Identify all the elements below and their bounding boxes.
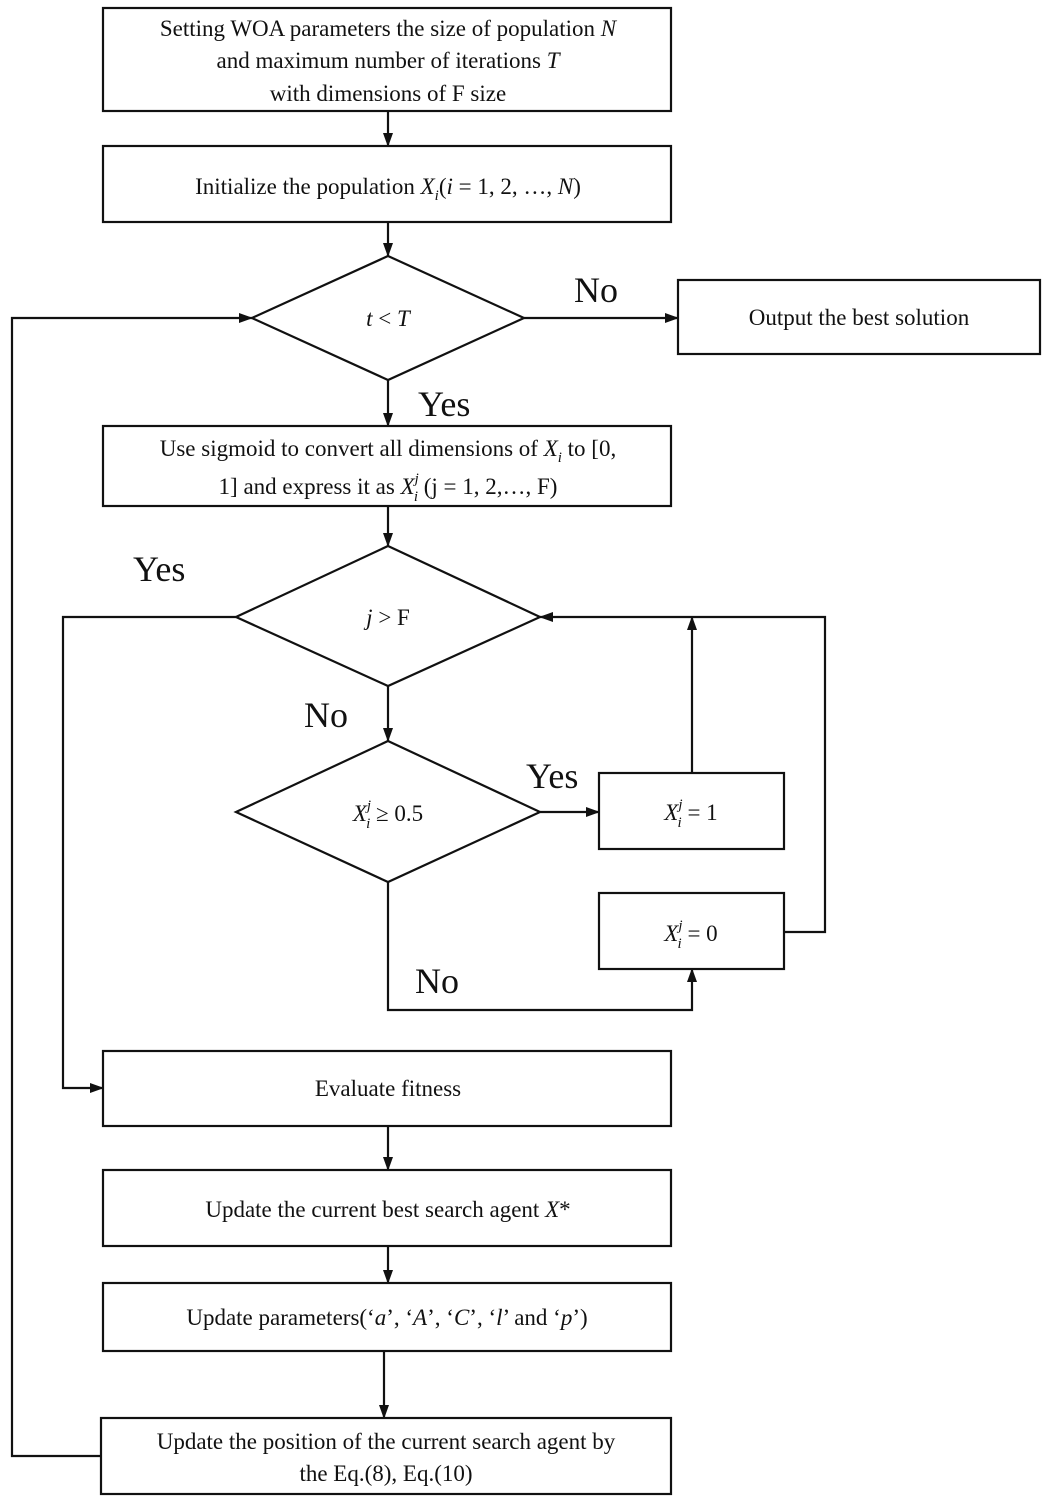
- evaluate-label: Evaluate fitness: [315, 1076, 461, 1101]
- update-pos-line-1: Update the position of the current searc…: [157, 1429, 616, 1454]
- node-setup: Setting WOA parameters the size of popul…: [101, 6, 673, 113]
- edge-cond-j-yes-evaluate: [61, 615, 236, 1093]
- decision-j-greater-than-F: j > F: [233, 544, 543, 688]
- decision-t-less-than-T: t < T: [249, 254, 527, 382]
- edge-labels: No Yes Yes No Yes No: [133, 270, 618, 1001]
- connectors: [10, 111, 827, 1458]
- node-init: Initialize the population Xi(i = 1, 2, ……: [101, 144, 673, 224]
- node-update-best: Update the current best search agent X*: [101, 1168, 673, 1248]
- init-label: Initialize the population Xi(i = 1, 2, ……: [195, 174, 581, 204]
- node-output: Output the best solution: [676, 278, 1042, 356]
- node-sigmoid: Use sigmoid to convert all dimensions of…: [101, 424, 673, 508]
- node-evaluate: Evaluate fitness: [101, 1049, 673, 1128]
- cond-t-label: t < T: [366, 306, 412, 331]
- label-x-no: No: [415, 961, 459, 1001]
- label-x-yes: Yes: [526, 756, 578, 796]
- setup-line-1: Setting WOA parameters the size of popul…: [160, 16, 618, 41]
- edge-cond-x-no-set-zero: [386, 882, 697, 1012]
- setup-line-2: and maximum number of iterations T: [216, 48, 561, 73]
- label-t-no: No: [574, 270, 618, 310]
- node-update-params: Update parameters(‘a’, ‘A’, ‘C’, ‘l’ and…: [101, 1281, 673, 1353]
- cond-j-label: j > F: [363, 605, 410, 630]
- edge-set-zero-loop-cond-j: [539, 612, 827, 934]
- update-pos-line-2: the Eq.(8), Eq.(10): [299, 1461, 472, 1486]
- sigmoid-line-1: Use sigmoid to convert all dimensions of…: [160, 436, 616, 466]
- edge-update-pos-loop-cond-t: [10, 313, 253, 1458]
- label-t-yes: Yes: [418, 384, 470, 424]
- update-best-label: Update the current best search agent X*: [205, 1197, 570, 1222]
- setup-line-3: with dimensions of F size: [270, 81, 506, 106]
- node-update-position: Update the position of the current searc…: [99, 1416, 673, 1496]
- label-j-yes: Yes: [133, 549, 185, 589]
- label-j-no: No: [304, 695, 348, 735]
- update-params-label: Update parameters(‘a’, ‘A’, ‘C’, ‘l’ and…: [186, 1305, 587, 1330]
- output-label: Output the best solution: [749, 305, 970, 330]
